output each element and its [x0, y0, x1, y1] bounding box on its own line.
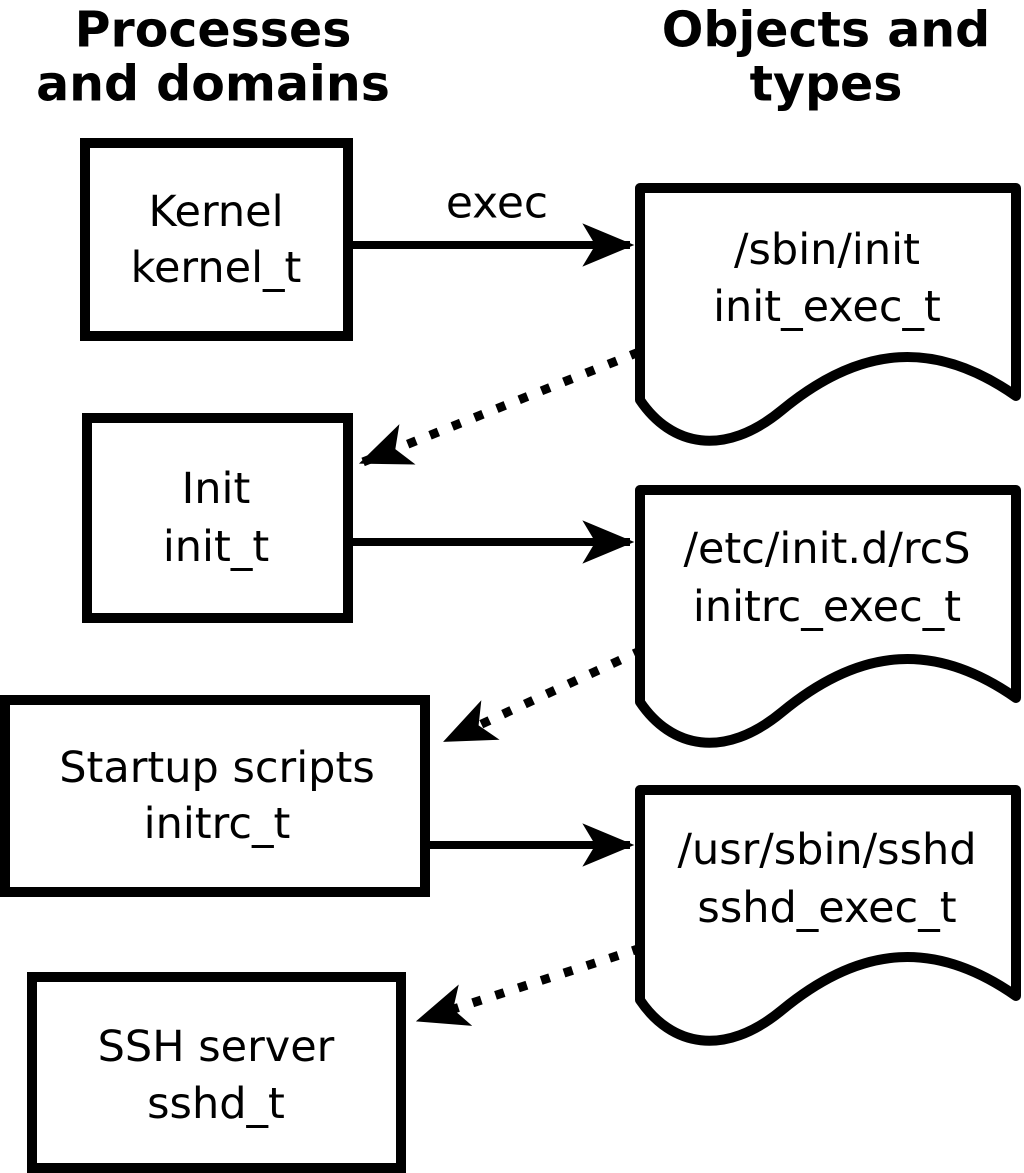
object-doc-usr-sbin-sshd-shape [635, 785, 1021, 1046]
right-column-header-line2: types [750, 56, 903, 113]
object-doc-usr-sbin-sshd-type: sshd_exec_t [697, 883, 956, 933]
process-box-kernel: Kernel kernel_t [80, 138, 353, 341]
dotted-arrow-sbin-init-to-init [358, 347, 641, 467]
process-box-kernel-name: Kernel [148, 187, 283, 237]
left-column-header-line1: Processes [75, 2, 352, 59]
process-box-startup-scripts-type: initrc_t [144, 799, 291, 849]
object-doc-etc-initd-rcs-path: /etc/init.d/rcS [683, 524, 970, 574]
right-column-header-line1: Objects and [662, 2, 990, 59]
object-doc-usr-sbin-sshd-path: /usr/sbin/sshd [677, 825, 976, 875]
process-box-init: Init init_t [82, 413, 353, 623]
process-box-init-type: init_t [163, 522, 269, 572]
process-box-startup-scripts: Startup scripts initrc_t [0, 695, 430, 897]
exec-arrow-label: exec [446, 178, 548, 229]
process-box-ssh-server-name: SSH server [98, 1022, 335, 1072]
column-headers: Processes and domains Objects and types [36, 2, 990, 113]
object-doc-sbin-init: /sbin/init init_exec_t [635, 183, 1021, 446]
process-box-init-name: Init [182, 464, 251, 514]
object-doc-sbin-init-shape [635, 183, 1021, 446]
left-column-header-line2: and domains [36, 56, 390, 113]
edges: exec [353, 178, 644, 1026]
process-box-ssh-server-rect [27, 972, 406, 1173]
object-doc-etc-initd-rcs: /etc/init.d/rcS initrc_exec_t [635, 485, 1021, 748]
object-doc-etc-initd-rcs-type: initrc_exec_t [693, 582, 961, 632]
object-doc-sbin-init-path: /sbin/init [734, 225, 920, 275]
object-doc-sbin-init-type: init_exec_t [713, 282, 941, 332]
dotted-arrow-rcs-to-startup-scripts [443, 645, 644, 745]
process-box-kernel-type: kernel_t [131, 243, 302, 293]
process-box-startup-scripts-name: Startup scripts [59, 743, 375, 793]
process-box-ssh-server-type: sshd_t [147, 1079, 285, 1129]
process-box-kernel-rect [80, 138, 353, 341]
object-doc-usr-sbin-sshd: /usr/sbin/sshd sshd_exec_t [635, 785, 1021, 1046]
dotted-arrow-sshd-to-ssh-server [415, 943, 643, 1026]
object-doc-etc-initd-rcs-shape [635, 485, 1021, 748]
process-box-init-rect [82, 413, 353, 623]
process-box-ssh-server: SSH server sshd_t [27, 972, 406, 1173]
process-box-startup-scripts-rect [0, 695, 430, 897]
